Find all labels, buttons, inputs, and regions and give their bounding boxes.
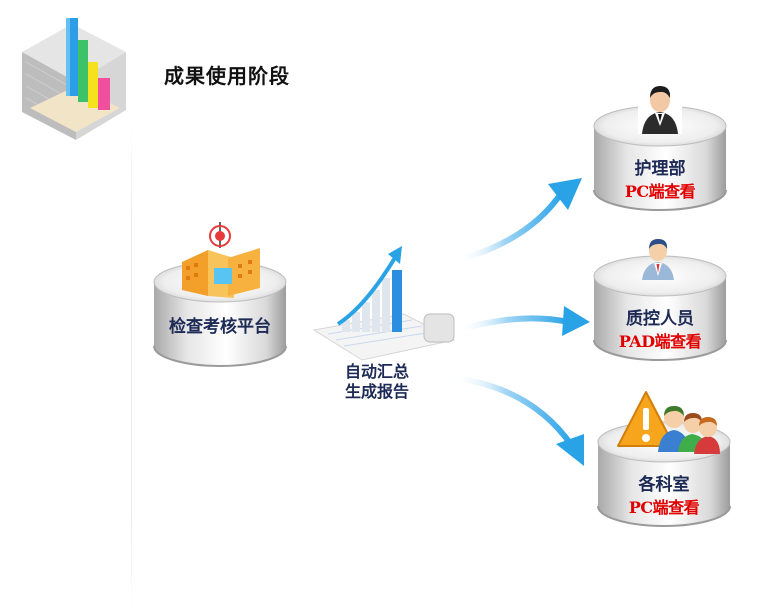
report-label-line1: 自动汇总 — [344, 362, 409, 381]
source-platform-label: 检查考核平台 — [169, 317, 271, 337]
target-qc-channel: PAD端查看 — [618, 332, 702, 351]
manager-avatar-icon — [638, 82, 682, 134]
arrow-to-nursing — [455, 178, 582, 263]
arrow-to-departments — [451, 375, 584, 466]
building-antenna-icon — [182, 222, 260, 298]
flow-arrows — [451, 178, 590, 466]
warning-group-icon — [617, 391, 720, 454]
report-label-line2: 生成报告 — [344, 382, 409, 401]
page-title: 成果使用阶段 — [164, 64, 290, 88]
target-nursing-name: 护理部 — [634, 159, 686, 179]
bar-chart-logo-icon — [22, 18, 126, 140]
staff-avatar-icon — [642, 239, 674, 280]
report-chart-icon — [312, 246, 456, 361]
divider-line — [131, 120, 132, 614]
target-departments-channel: PC端查看 — [628, 498, 700, 517]
arrow-to-qc — [455, 306, 590, 336]
target-qc-name: 质控人员 — [626, 309, 694, 329]
target-departments-name: 各科室 — [638, 475, 690, 495]
target-nursing-channel: PC端查看 — [624, 182, 696, 201]
report-label: 自动汇总 生成报告 — [322, 362, 432, 402]
